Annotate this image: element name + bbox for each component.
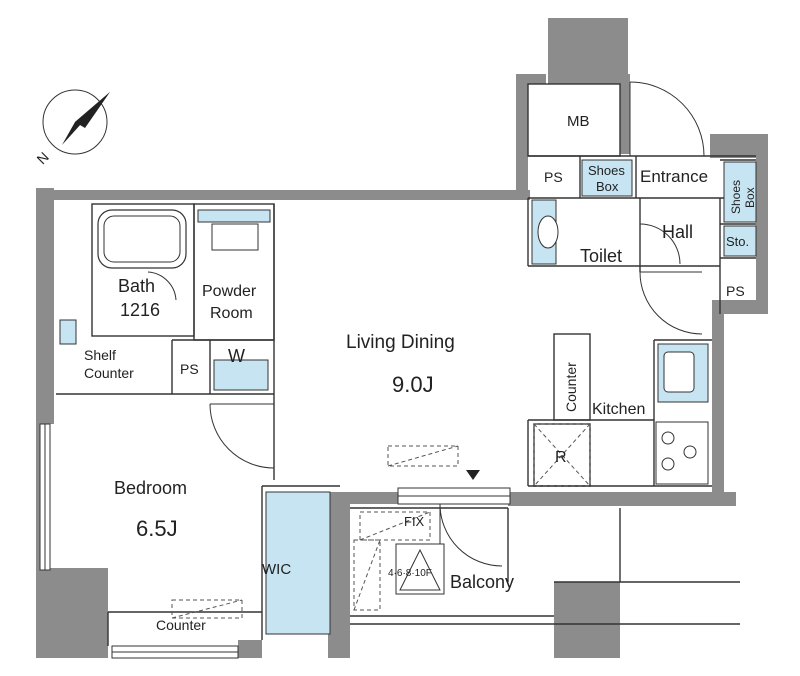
- washer-pan: [213, 359, 269, 391]
- entrance-label: Entrance: [640, 167, 708, 186]
- ceiling-hatch: [387, 445, 459, 467]
- bathtub-icon: [97, 209, 187, 269]
- sink-icon: [663, 351, 695, 393]
- stove: [655, 421, 709, 485]
- shoes-box-2: [723, 161, 757, 223]
- shoes-box-2-label-a: Shoes: [729, 180, 743, 214]
- hatch-icon: [395, 543, 445, 595]
- floors-label: 4·6·8·10F: [388, 568, 432, 579]
- shelf-counter-label-b: Counter: [84, 365, 134, 381]
- storage-box: [723, 225, 757, 257]
- living-dining-label: Living Dining: [346, 332, 455, 353]
- fixtures: [59, 159, 757, 635]
- shelf-counter-label-a: Shelf: [84, 347, 116, 363]
- shelf-marker: [59, 319, 77, 345]
- ps-left-label: PS: [180, 361, 199, 377]
- fridge-label: R: [555, 449, 567, 466]
- kitchen-label: Kitchen: [592, 401, 645, 418]
- windows: [39, 423, 511, 659]
- north-label: N: [33, 149, 51, 167]
- powder-label-b: Room: [210, 305, 253, 322]
- counter-bottom-label: Counter: [156, 617, 206, 633]
- compass-icon: N: [33, 89, 110, 167]
- bedroom-label: Bedroom: [114, 478, 187, 498]
- mb-label: MB: [567, 113, 590, 130]
- arrow-down-icon: [466, 470, 480, 480]
- basin-icon: [211, 223, 259, 251]
- toilet-bowl-icon: [537, 215, 559, 249]
- toilet-label: Toilet: [580, 246, 622, 266]
- powder-label-a: Powder: [202, 283, 257, 300]
- bedroom-size-label: 6.5J: [136, 516, 178, 541]
- bath-label: Bath: [118, 276, 155, 296]
- living-size-label: 9.0J: [392, 372, 434, 397]
- wic-label: WIC: [262, 561, 291, 578]
- dashed-items: [171, 423, 591, 619]
- shoes-box-1: [581, 159, 633, 197]
- hall-label: Hall: [662, 222, 693, 242]
- washer-label: W: [228, 346, 245, 366]
- wic-shelf: [265, 491, 331, 635]
- balcony-label: Balcony: [450, 572, 514, 592]
- counter-vertical-label: Counter: [563, 362, 579, 412]
- ps-top-label: PS: [544, 169, 563, 185]
- ps-right-label: PS: [726, 283, 745, 299]
- stove-burners-icon: [661, 431, 697, 471]
- storage-label: Sto.: [726, 234, 749, 249]
- counter-outline: [171, 599, 243, 619]
- shoes-box-1-label-a: Shoes: [588, 163, 625, 178]
- powder-counter: [197, 209, 271, 223]
- shoes-box-2-label-b: Box: [743, 187, 757, 208]
- doors: [147, 81, 705, 567]
- bath-size-label: 1216: [120, 300, 160, 320]
- shoes-box-1-label-b: Box: [596, 179, 619, 194]
- fix-label: FIX: [404, 514, 425, 529]
- room-labels: MB PS Shoes Box Entrance Shoes Box Hall …: [84, 113, 757, 633]
